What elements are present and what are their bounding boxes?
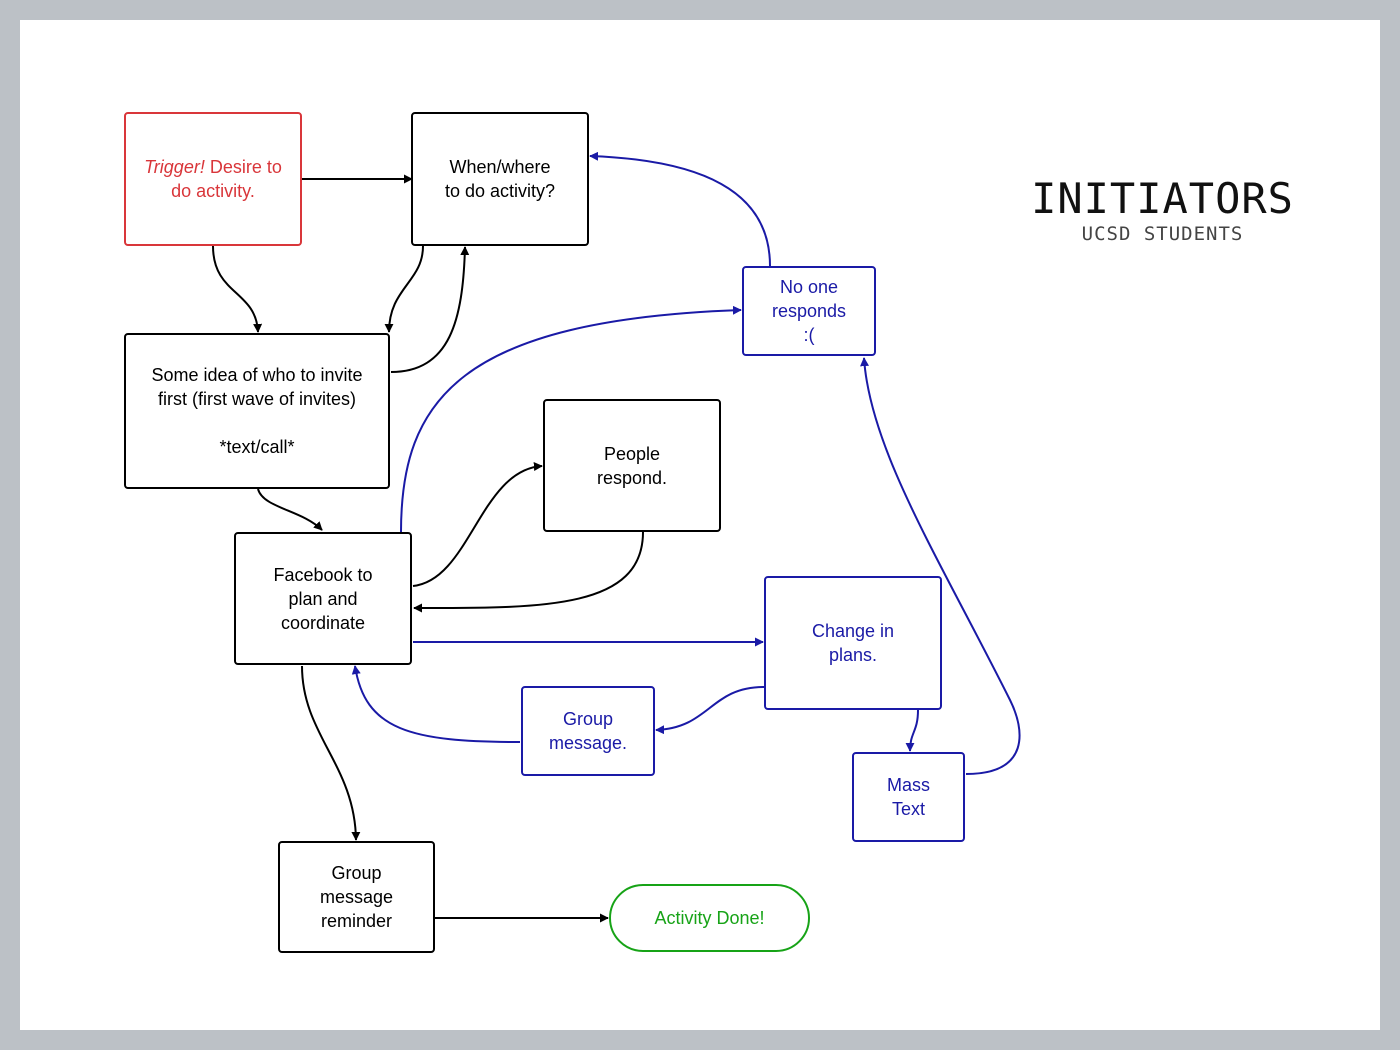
edge-facebook-to-no-one-responds — [400, 305, 742, 533]
edge-facebook-to-group-reminder — [301, 665, 361, 841]
edge-trigger-to-who-to-invite — [212, 245, 263, 333]
diagram-canvas: Trigger! Desire to do activity. When/whe… — [20, 20, 1380, 1030]
diagram-title-block: INITIATORS UCSD STUDENTS — [1030, 174, 1295, 246]
node-when-where: When/where to do activity? — [411, 112, 589, 246]
node-change-in-plans: Change in plans. — [764, 576, 942, 710]
edge-facebook-to-people-respond — [412, 462, 543, 587]
diagram-title: INITIATORS — [1031, 174, 1294, 223]
node-group-reminder: Group message reminder — [278, 841, 435, 953]
edge-group-message-to-facebook — [351, 665, 521, 743]
node-trigger: Trigger! Desire to do activity. — [124, 112, 302, 246]
edge-change-in-plans-to-mass-text — [905, 709, 919, 752]
edge-who-to-invite-to-facebook — [257, 488, 323, 531]
edge-people-respond-to-facebook — [413, 531, 644, 613]
node-mass-text: Mass Text — [852, 752, 965, 842]
node-group-message: Group message. — [521, 686, 655, 776]
node-facebook: Facebook to plan and coordinate — [234, 532, 412, 665]
trigger-emphasis: Trigger! — [144, 157, 205, 177]
edge-change-in-plans-to-group-message — [655, 686, 765, 735]
node-no-one-responds: No one responds :( — [742, 266, 876, 356]
node-who-to-invite: Some idea of who to invite first (first … — [124, 333, 390, 489]
edge-mass-text-to-no-one-responds — [860, 357, 1021, 775]
node-people-respond: People respond. — [543, 399, 721, 532]
node-activity-done: Activity Done! — [609, 884, 810, 952]
edge-who-to-invite-to-when-where — [390, 246, 470, 373]
edge-no-one-responds-to-when-where — [589, 151, 771, 267]
connector-layer — [212, 151, 1021, 923]
diagram-subtitle: UCSD STUDENTS — [1081, 223, 1244, 245]
trigger-text: Desire to do activity. — [171, 157, 282, 201]
edge-when-where-to-who-to-invite — [384, 245, 424, 333]
